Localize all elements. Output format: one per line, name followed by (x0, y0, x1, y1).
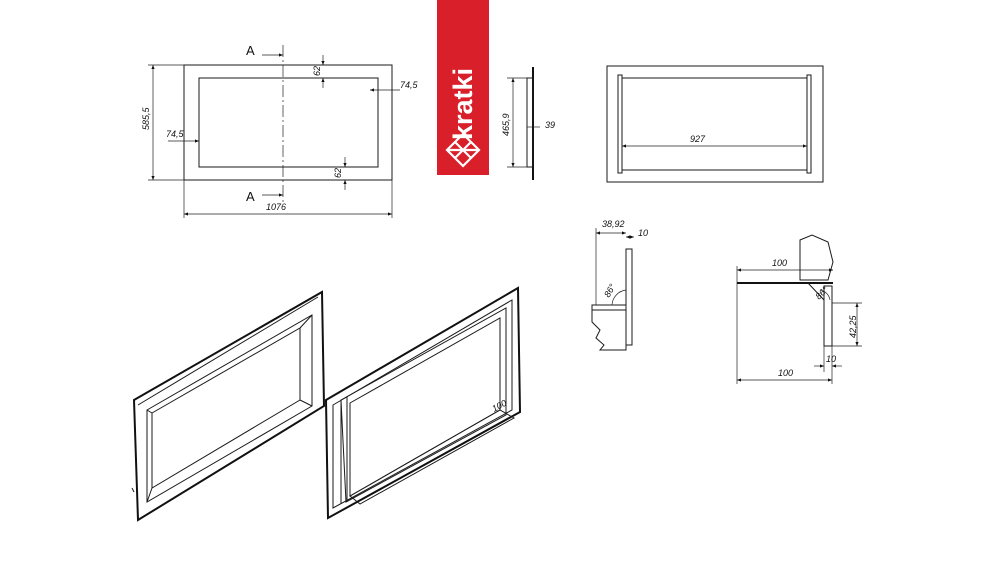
detail-a-plate (625, 248, 633, 346)
iso-left-inner (146, 314, 313, 503)
detail-b-angle-label: 86° (813, 284, 830, 301)
dim-frame-left-label: 74,5 (166, 129, 185, 139)
iso-right-inner (349, 317, 501, 497)
detail-a-wall-section (591, 304, 627, 351)
inner-opening-outline (198, 77, 379, 168)
section-mark-bottom: A (246, 189, 255, 204)
iso-left (131, 290, 326, 522)
dim-detail-a-width-label: 38,92 (602, 219, 625, 229)
dim-frame-right-label: 74,5 (400, 80, 419, 90)
dim-frame-top-label: 62 (312, 66, 322, 76)
kratki-logo: kratki (437, 0, 489, 175)
iso-right-frame (340, 307, 507, 503)
detail-b: 100 86° 42,25 10 100 (736, 234, 862, 384)
iso-right-ledge (349, 409, 516, 505)
dim-detail-b-thickness-label: 10 (826, 354, 836, 364)
dim-frame-bottom-label: 62 (333, 168, 343, 178)
dim-width-label: 1076 (266, 202, 286, 212)
outer-frame-outline (183, 64, 393, 181)
detail-b-wall-section (799, 234, 834, 281)
side-view: 465,9 39 (501, 67, 555, 180)
logo-mark-icon (445, 132, 481, 168)
logo-banner (437, 0, 489, 175)
dim-detail-a-thickness-label: 10 (638, 228, 648, 238)
side-frame-depth (526, 77, 534, 168)
dim-detail-b-height-label: 42,25 (848, 314, 858, 338)
section-mark-top: A (246, 43, 255, 58)
iso-left-outer (132, 290, 326, 522)
front-view: A A 1076 585,5 74,5 74,5 62 62 (141, 43, 419, 218)
iso-right: 100 (324, 286, 522, 520)
dim-side-height-label: 465,9 (501, 113, 511, 136)
dim-detail-b-bottom-width-label: 100 (778, 368, 793, 378)
inner-view: 927 (606, 65, 824, 183)
iso-right-outer (324, 286, 522, 520)
dim-inner-width-label: 927 (690, 134, 706, 144)
dim-height-label: 585,5 (141, 106, 151, 130)
inner-outer-frame (606, 65, 824, 183)
iso-right-plate (332, 299, 513, 509)
dim-side-depth-label: 39 (545, 120, 555, 130)
dim-detail-b-top-width-label: 100 (772, 258, 787, 268)
detail-a: 38,92 10 86° (591, 219, 648, 351)
logo-text: kratki (448, 68, 478, 140)
detail-b-side-plate (823, 285, 833, 347)
